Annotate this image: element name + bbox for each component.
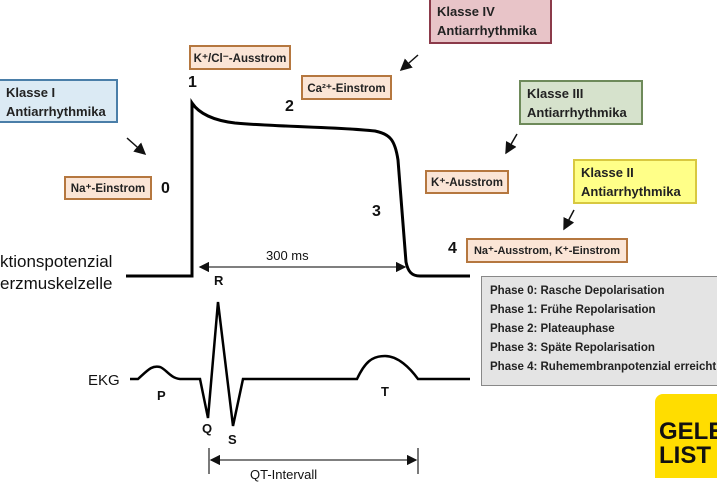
ekg-curve <box>130 301 470 427</box>
phase-2-description: Phase 2: Plateauphase <box>490 323 615 335</box>
phase-1-description: Phase 1: Frühe Repolarisation <box>490 304 656 316</box>
logo: GELE LIST <box>655 394 717 478</box>
class2-arrow <box>563 209 575 231</box>
class3-line2: Antiarrhythmika <box>527 105 627 120</box>
class2-box: Klasse II Antiarrhythmika <box>573 159 697 204</box>
phase-legend: Phase 0: Rasche Depolarisation Phase 1: … <box>481 276 717 386</box>
wave-q-label: Q <box>202 421 213 436</box>
class1-line1: Klasse I <box>6 85 56 100</box>
k-cl-outflow-box: K⁺/Cl⁻-Ausstrom <box>189 45 291 70</box>
phase-number-0: 0 <box>161 180 170 197</box>
na-out-k-in-box: Na⁺-Ausstrom, K⁺-Einstrom <box>466 238 628 263</box>
phase-4-description: Phase 4: Ruhemembranpotenzial erreicht <box>490 361 717 373</box>
ca-inflow-box: Ca²⁺-Einstrom <box>301 75 392 100</box>
ap-title-line2: erzmuskelzelle <box>0 274 113 293</box>
action-potential-curve <box>126 98 470 278</box>
class2-line2: Antiarrhythmika <box>581 184 681 199</box>
class3-line1: Klasse III <box>527 86 584 101</box>
class4-line2: Antiarrhythmika <box>437 23 537 38</box>
class2-line1: Klasse II <box>581 165 634 180</box>
phase-0-description: Phase 0: Rasche Depolarisation <box>490 285 665 297</box>
duration-label: 300 ms <box>266 248 309 263</box>
class4-box: Klasse IV Antiarrhythmika <box>429 0 552 44</box>
ekg-label: EKG <box>88 372 120 389</box>
wave-p-label: P <box>157 388 166 403</box>
phase-number-4: 4 <box>448 240 457 257</box>
phase-3-description: Phase 3: Späte Repolarisation <box>490 342 655 354</box>
k-outflow-box: K⁺-Ausstrom <box>425 170 509 194</box>
class1-line2: Antiarrhythmika <box>6 104 106 119</box>
phase-number-3: 3 <box>372 203 381 220</box>
wave-s-label: S <box>228 432 237 447</box>
ap-title-line1: ktionspotenzial <box>0 252 113 271</box>
phase-number-2: 2 <box>285 98 294 115</box>
wave-r-label: R <box>214 273 224 288</box>
wave-t-label: T <box>381 384 389 399</box>
logo-line1: GELE <box>659 418 717 445</box>
logo-line2: LIST <box>659 442 711 469</box>
class4-line1: Klasse IV <box>437 4 495 19</box>
class4-arrow <box>399 54 419 71</box>
na-inflow-box: Na⁺-Einstrom <box>64 176 152 200</box>
class3-box: Klasse III Antiarrhythmika <box>519 80 643 125</box>
phase-number-1: 1 <box>188 74 197 91</box>
qt-interval-label: QT-Intervall <box>250 467 318 482</box>
class3-arrow <box>505 133 518 155</box>
class1-box: Klasse I Antiarrhythmika <box>0 79 118 123</box>
class1-arrow <box>126 137 147 155</box>
